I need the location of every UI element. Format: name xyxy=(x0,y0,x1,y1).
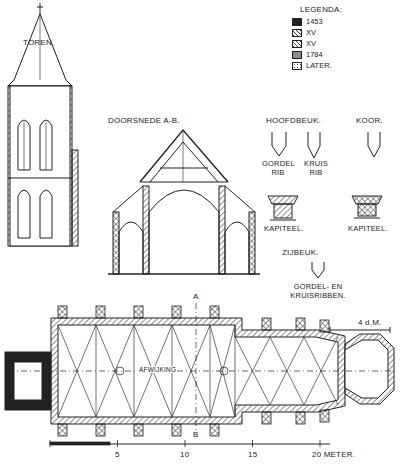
drawing-label: TOREN. xyxy=(23,38,54,47)
drawing-label: B xyxy=(192,430,200,439)
scale-tick xyxy=(320,440,321,447)
drawing-label: 5 xyxy=(115,450,120,459)
drawing-label: 10 xyxy=(180,450,189,459)
buttress xyxy=(210,306,219,318)
vault-rib xyxy=(210,325,211,417)
drawing-label: 20 METER. xyxy=(312,450,355,459)
buttress xyxy=(296,412,305,424)
drawing-label: GORDEL- EN KRUISRIBBEN. xyxy=(276,283,360,300)
legend-swatch xyxy=(292,40,302,48)
scale-tick xyxy=(252,440,253,447)
drawing-label: GORDEL RIB xyxy=(262,160,294,177)
drawing-label: AFWIJKING xyxy=(138,366,177,373)
drawing-label: KRUIS RIB xyxy=(300,160,332,177)
buttress xyxy=(172,306,181,318)
legend-text: 1784 xyxy=(306,50,323,59)
buttress xyxy=(210,424,219,436)
drawing-label: LEGENDA: xyxy=(300,5,342,14)
buttress xyxy=(58,424,67,436)
buttress xyxy=(134,306,143,318)
buttress xyxy=(134,424,143,436)
legend-text: XV xyxy=(306,39,316,48)
buttress xyxy=(262,412,271,424)
buttress xyxy=(320,410,329,422)
legend-swatch xyxy=(292,51,302,59)
buttress xyxy=(320,320,329,332)
buttress xyxy=(96,424,105,436)
buttress xyxy=(296,318,305,330)
buttress xyxy=(262,318,271,330)
drawing-label: ZIJBEUK. xyxy=(282,248,319,257)
drawing-label: KOOR. xyxy=(356,116,383,125)
scale-tick xyxy=(185,440,186,447)
legend-swatch xyxy=(292,62,302,70)
drawing-label: KAPITEEL. xyxy=(264,225,304,234)
legend-text: XV xyxy=(306,28,316,37)
legend-text: 1453 xyxy=(306,17,323,26)
buttress xyxy=(172,424,181,436)
scale-tick xyxy=(50,440,51,447)
drawing-label: HOOFDBEUK. xyxy=(266,116,321,125)
drawing-label: KAPITEEL. xyxy=(348,225,388,234)
drawing-label: A xyxy=(192,292,200,301)
legend-swatch xyxy=(292,29,302,37)
legend-swatch xyxy=(292,18,302,26)
drawing-label: 4 d.M. xyxy=(358,318,381,327)
buttress xyxy=(96,306,105,318)
scale-tick xyxy=(117,440,118,447)
drawing-label: DOORSNEDE A-B. xyxy=(108,116,180,125)
drawing-label: 15 xyxy=(248,450,257,459)
legend-text: LATER. xyxy=(306,61,332,70)
buttress xyxy=(58,306,67,318)
